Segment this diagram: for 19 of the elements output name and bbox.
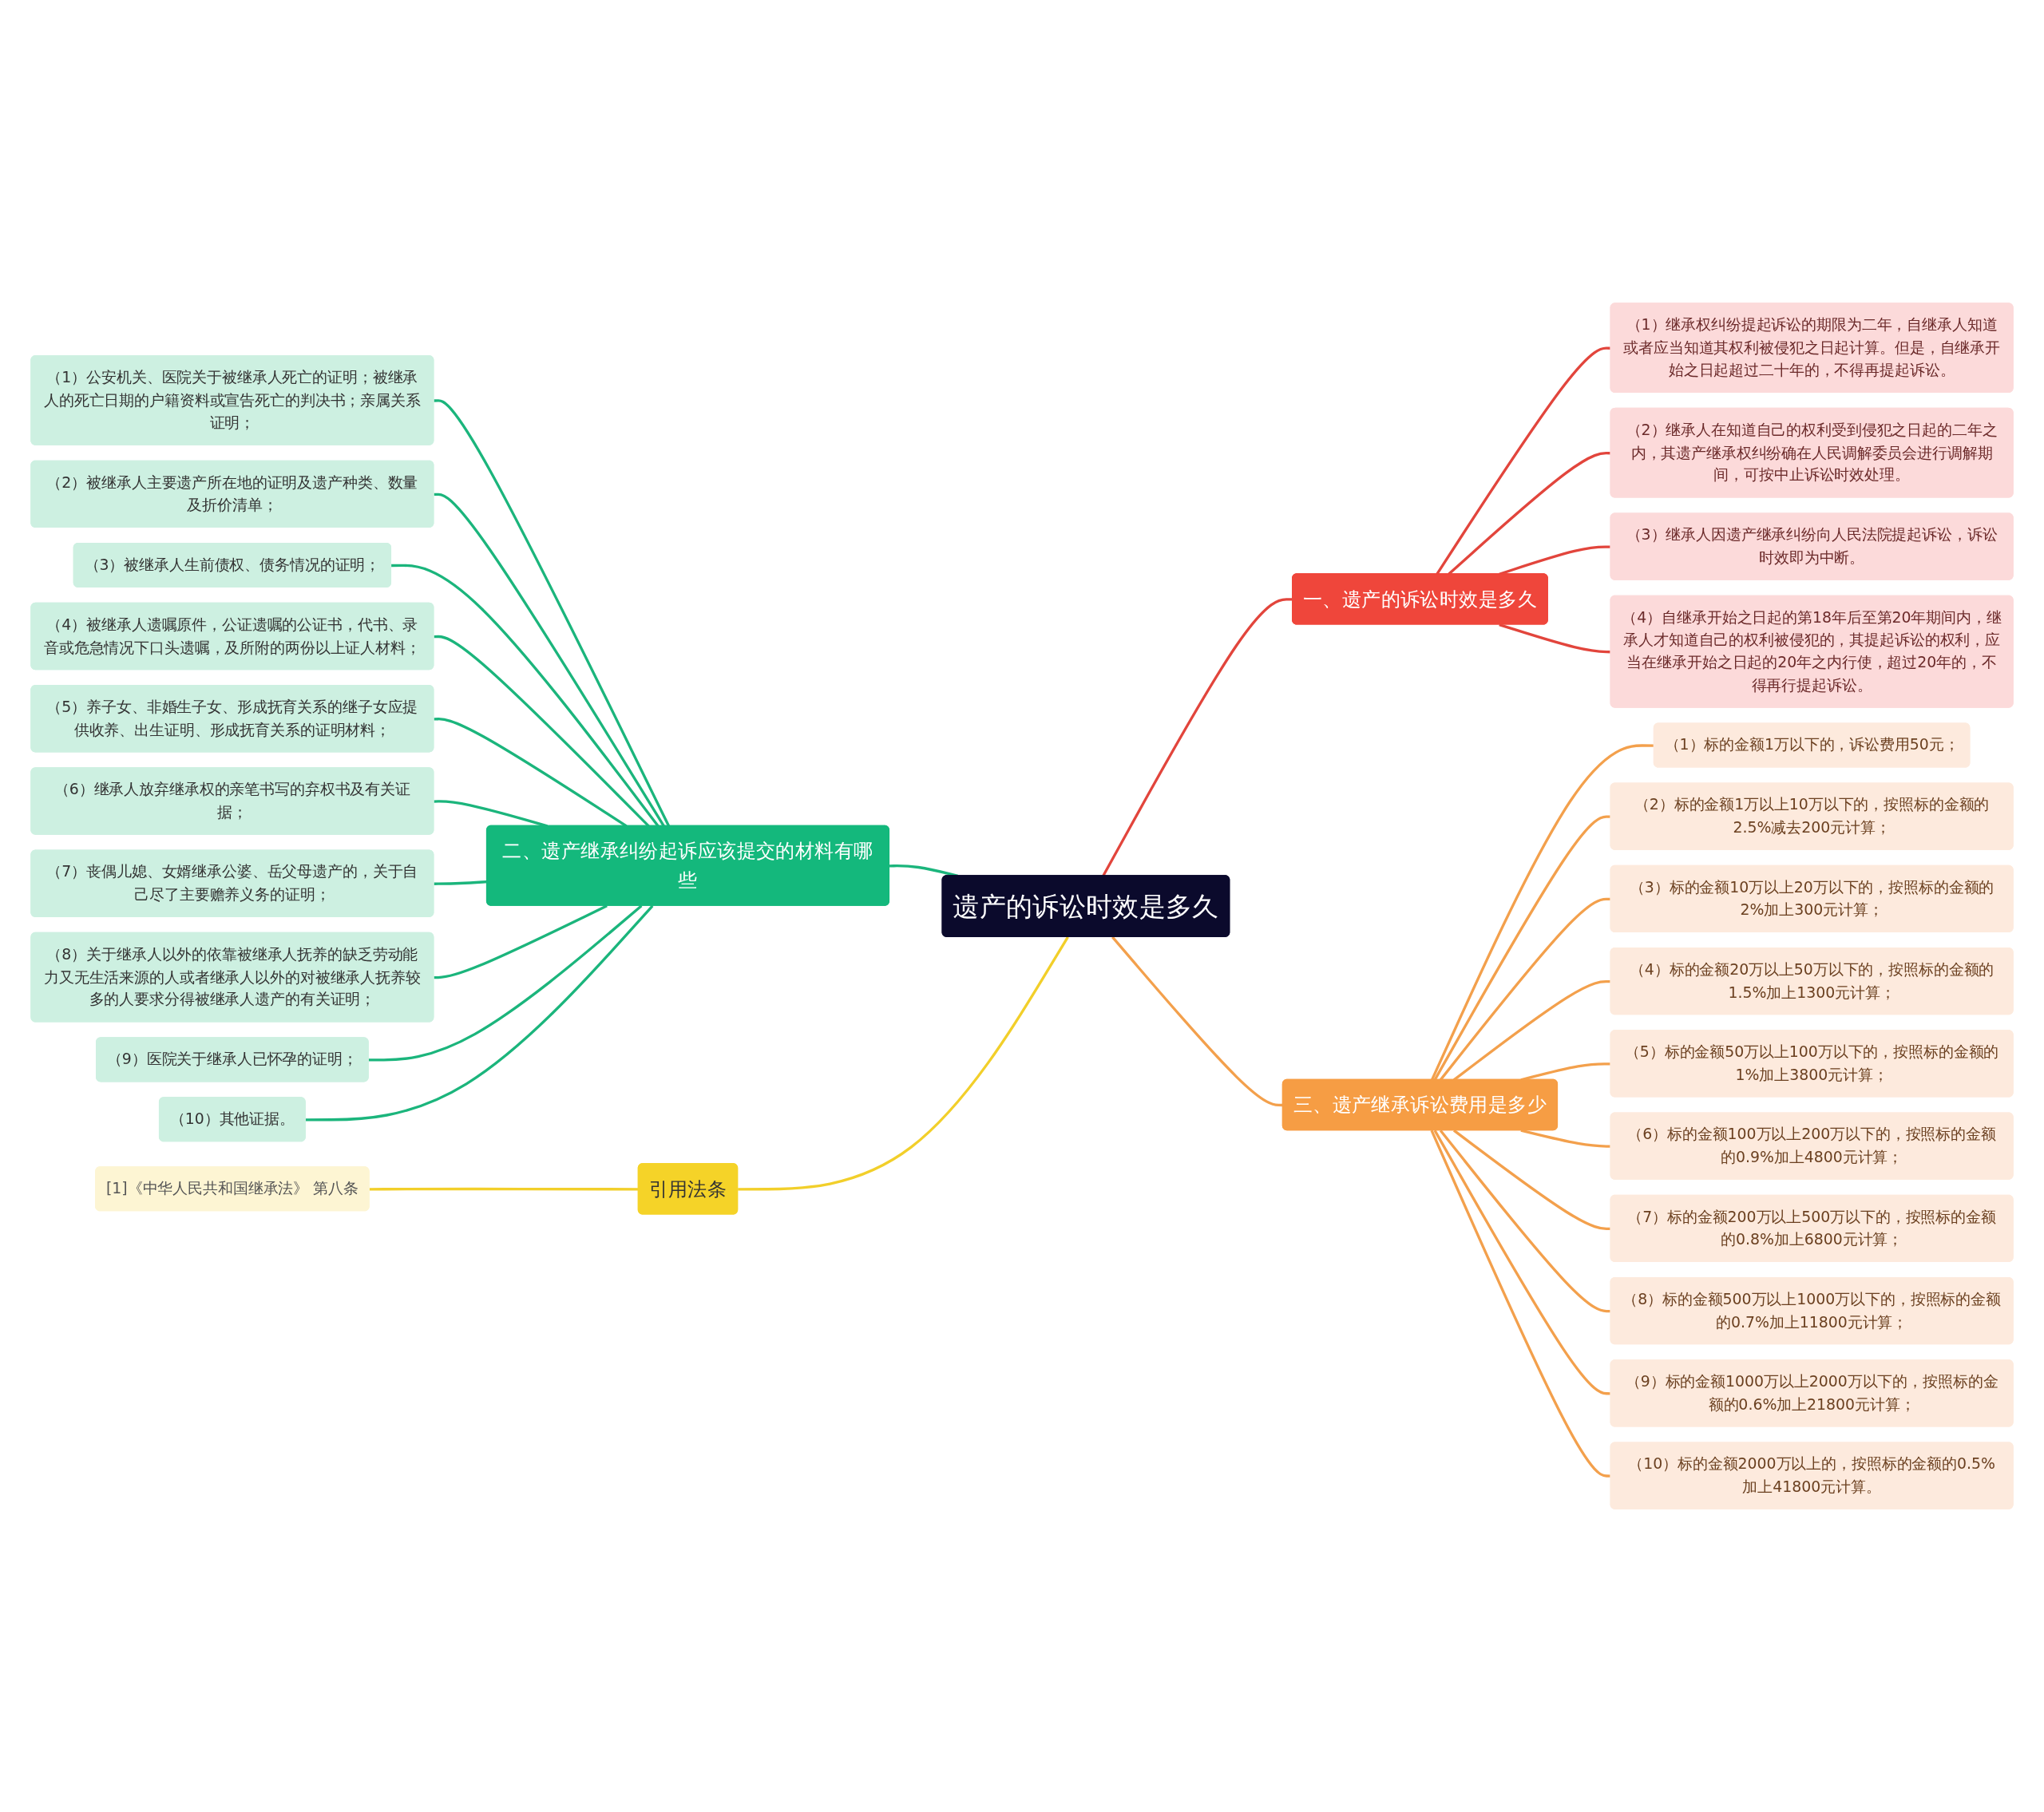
connector <box>369 1187 639 1191</box>
connector <box>1499 623 1611 654</box>
connector <box>1452 1129 1611 1230</box>
connector <box>1520 1129 1611 1148</box>
connector <box>1439 897 1611 1081</box>
connector <box>434 493 665 827</box>
connector <box>434 635 650 827</box>
connector <box>1439 1130 1611 1313</box>
connector <box>305 904 654 1122</box>
connector <box>1430 744 1654 1081</box>
connector <box>1430 1130 1611 1478</box>
connector <box>1433 815 1611 1081</box>
connector <box>738 936 1069 1191</box>
connector <box>368 904 643 1062</box>
connector <box>1111 936 1283 1107</box>
connector <box>434 399 671 827</box>
connector <box>1433 1130 1611 1395</box>
connector <box>434 904 608 979</box>
connector <box>391 564 660 827</box>
